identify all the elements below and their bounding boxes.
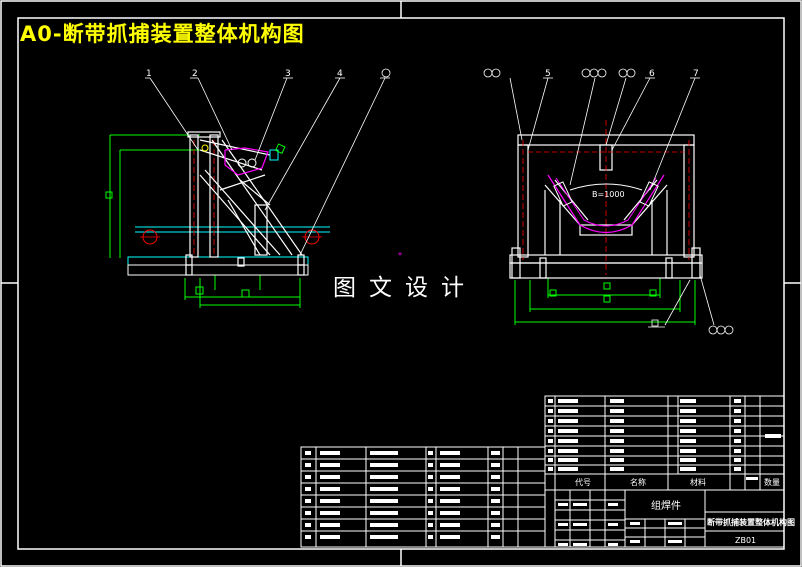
side-base-plate xyxy=(127,264,309,276)
front-leaders xyxy=(509,77,715,326)
side-frame xyxy=(185,131,305,276)
belt-width-label: B=1000 xyxy=(592,190,625,199)
title-block xyxy=(544,473,785,548)
side-view: 1 2 3 4 xyxy=(105,68,391,308)
parts-list-left-fills xyxy=(305,451,500,539)
callout-7: 7 xyxy=(693,69,699,79)
callout-1: 1 xyxy=(146,69,152,79)
callout-2: 2 xyxy=(192,69,198,79)
callout-6: 6 xyxy=(649,69,655,79)
title-col-name: 名称 xyxy=(630,477,646,487)
title-col-material: 材料 xyxy=(690,477,706,487)
side-view-dimensions xyxy=(105,134,301,308)
front-belt xyxy=(547,174,665,234)
parts-list-right xyxy=(544,395,785,475)
front-frame xyxy=(509,120,703,279)
parts-list-right-fills xyxy=(548,399,781,471)
front-view: B=1000 5 xyxy=(483,68,734,335)
drawing-frame xyxy=(17,17,785,550)
origin-marker: * xyxy=(398,251,402,260)
side-claw xyxy=(224,147,269,176)
front-belt-arc xyxy=(569,183,643,191)
front-view-dimensions xyxy=(514,278,696,325)
title-col-code: 代号 xyxy=(575,477,591,487)
title-drawing-code: ZB01 xyxy=(735,536,756,545)
callout-4: 4 xyxy=(337,69,343,79)
drawing-title: A0-断带抓捕装置整体机构图 xyxy=(20,22,305,46)
watermark-text: 图文设计 xyxy=(333,275,477,301)
front-belt-inner xyxy=(555,177,657,227)
callout-3: 3 xyxy=(285,69,291,79)
title-drawing-name: 断带抓捕装置整体机构图 xyxy=(707,517,795,527)
title-block-fills xyxy=(558,477,758,546)
side-leaders xyxy=(145,77,390,256)
parts-list-left xyxy=(300,446,546,548)
title-weld: 组焊件 xyxy=(651,499,681,512)
title-col-qty: 数量 xyxy=(764,477,780,487)
side-base-beam xyxy=(127,256,309,266)
callout-5: 5 xyxy=(545,69,551,79)
callout-circle-left xyxy=(381,68,391,78)
